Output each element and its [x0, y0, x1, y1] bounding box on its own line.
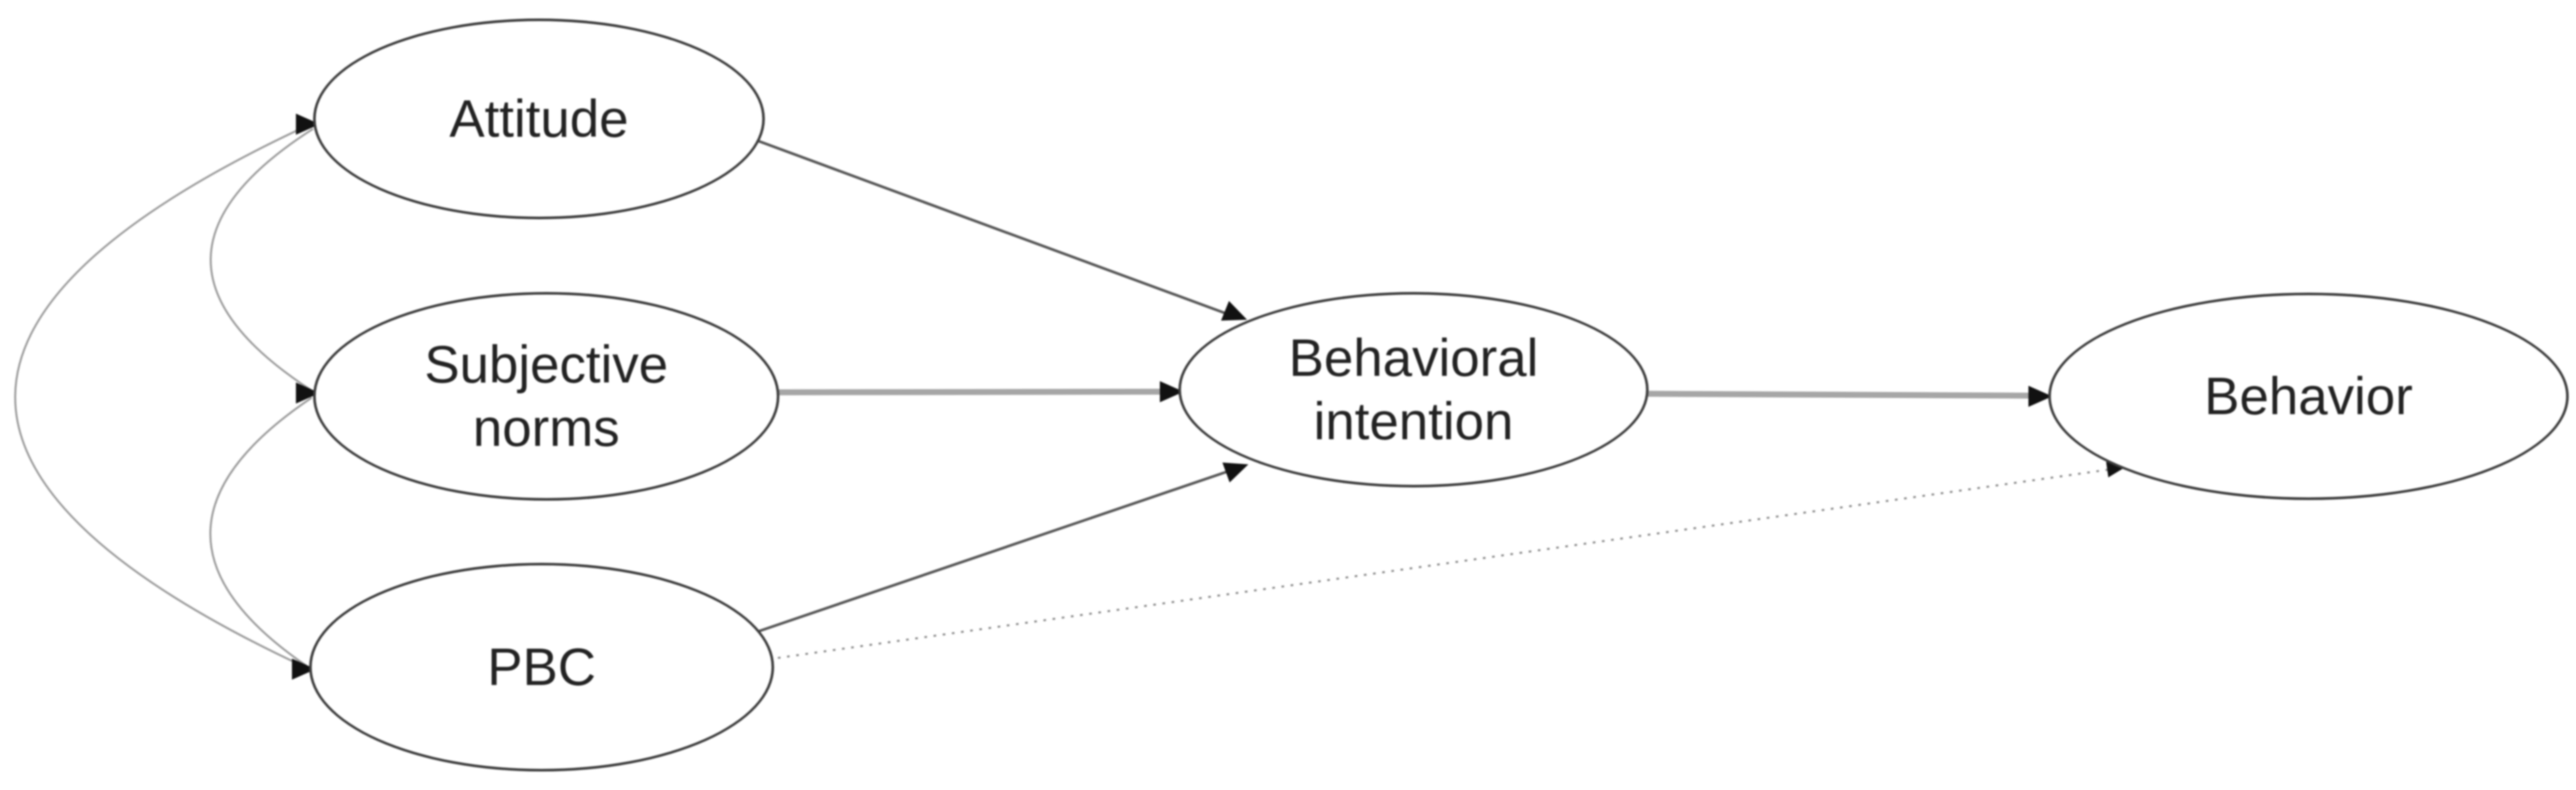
node-pbc-label: PBC	[487, 637, 596, 696]
arrowhead-behavior-lower-left	[2106, 462, 2126, 478]
arc-subjective-norms-pbc	[209, 396, 312, 667]
node-attitude: Attitude	[313, 18, 765, 219]
node-subjective-norms-label-line2: norms	[472, 398, 620, 457]
arrowhead-intention-left	[1160, 381, 1184, 402]
node-subjective-norms-label-line1: Subjective	[424, 335, 668, 394]
node-behavioral-intention: Behavioral intention	[1178, 292, 1649, 487]
node-subjective-norms: Subjective norms	[313, 292, 779, 501]
arrowhead-attitude-left	[296, 114, 320, 135]
edge-pbc-to-intention	[746, 470, 1228, 637]
arrowhead-behavior-left	[2028, 386, 2052, 407]
arc-attitude-subjective-norms	[209, 127, 314, 391]
arrowhead-pbc-left	[292, 659, 316, 680]
node-behavior: Behavior	[2048, 293, 2569, 500]
arrowhead-subjective-norms-left	[296, 382, 320, 404]
edge-intention-to-behavior	[1631, 390, 2032, 399]
node-behavioral-intention-label-line2: intention	[1313, 392, 1514, 450]
arrowhead-intention-upper-left	[1221, 301, 1247, 321]
edge-attitude-to-intention	[742, 134, 1229, 316]
node-pbc: PBC	[309, 563, 774, 772]
arrowhead-intention-lower-left	[1222, 462, 1248, 483]
node-behavior-label: Behavior	[2204, 367, 2413, 425]
node-attitude-label: Attitude	[449, 89, 629, 148]
node-behavioral-intention-label-line1: Behavioral	[1288, 328, 1538, 387]
edge-pbc-to-behavior-dotted	[759, 468, 2109, 662]
arc-attitude-pbc	[14, 123, 311, 668]
